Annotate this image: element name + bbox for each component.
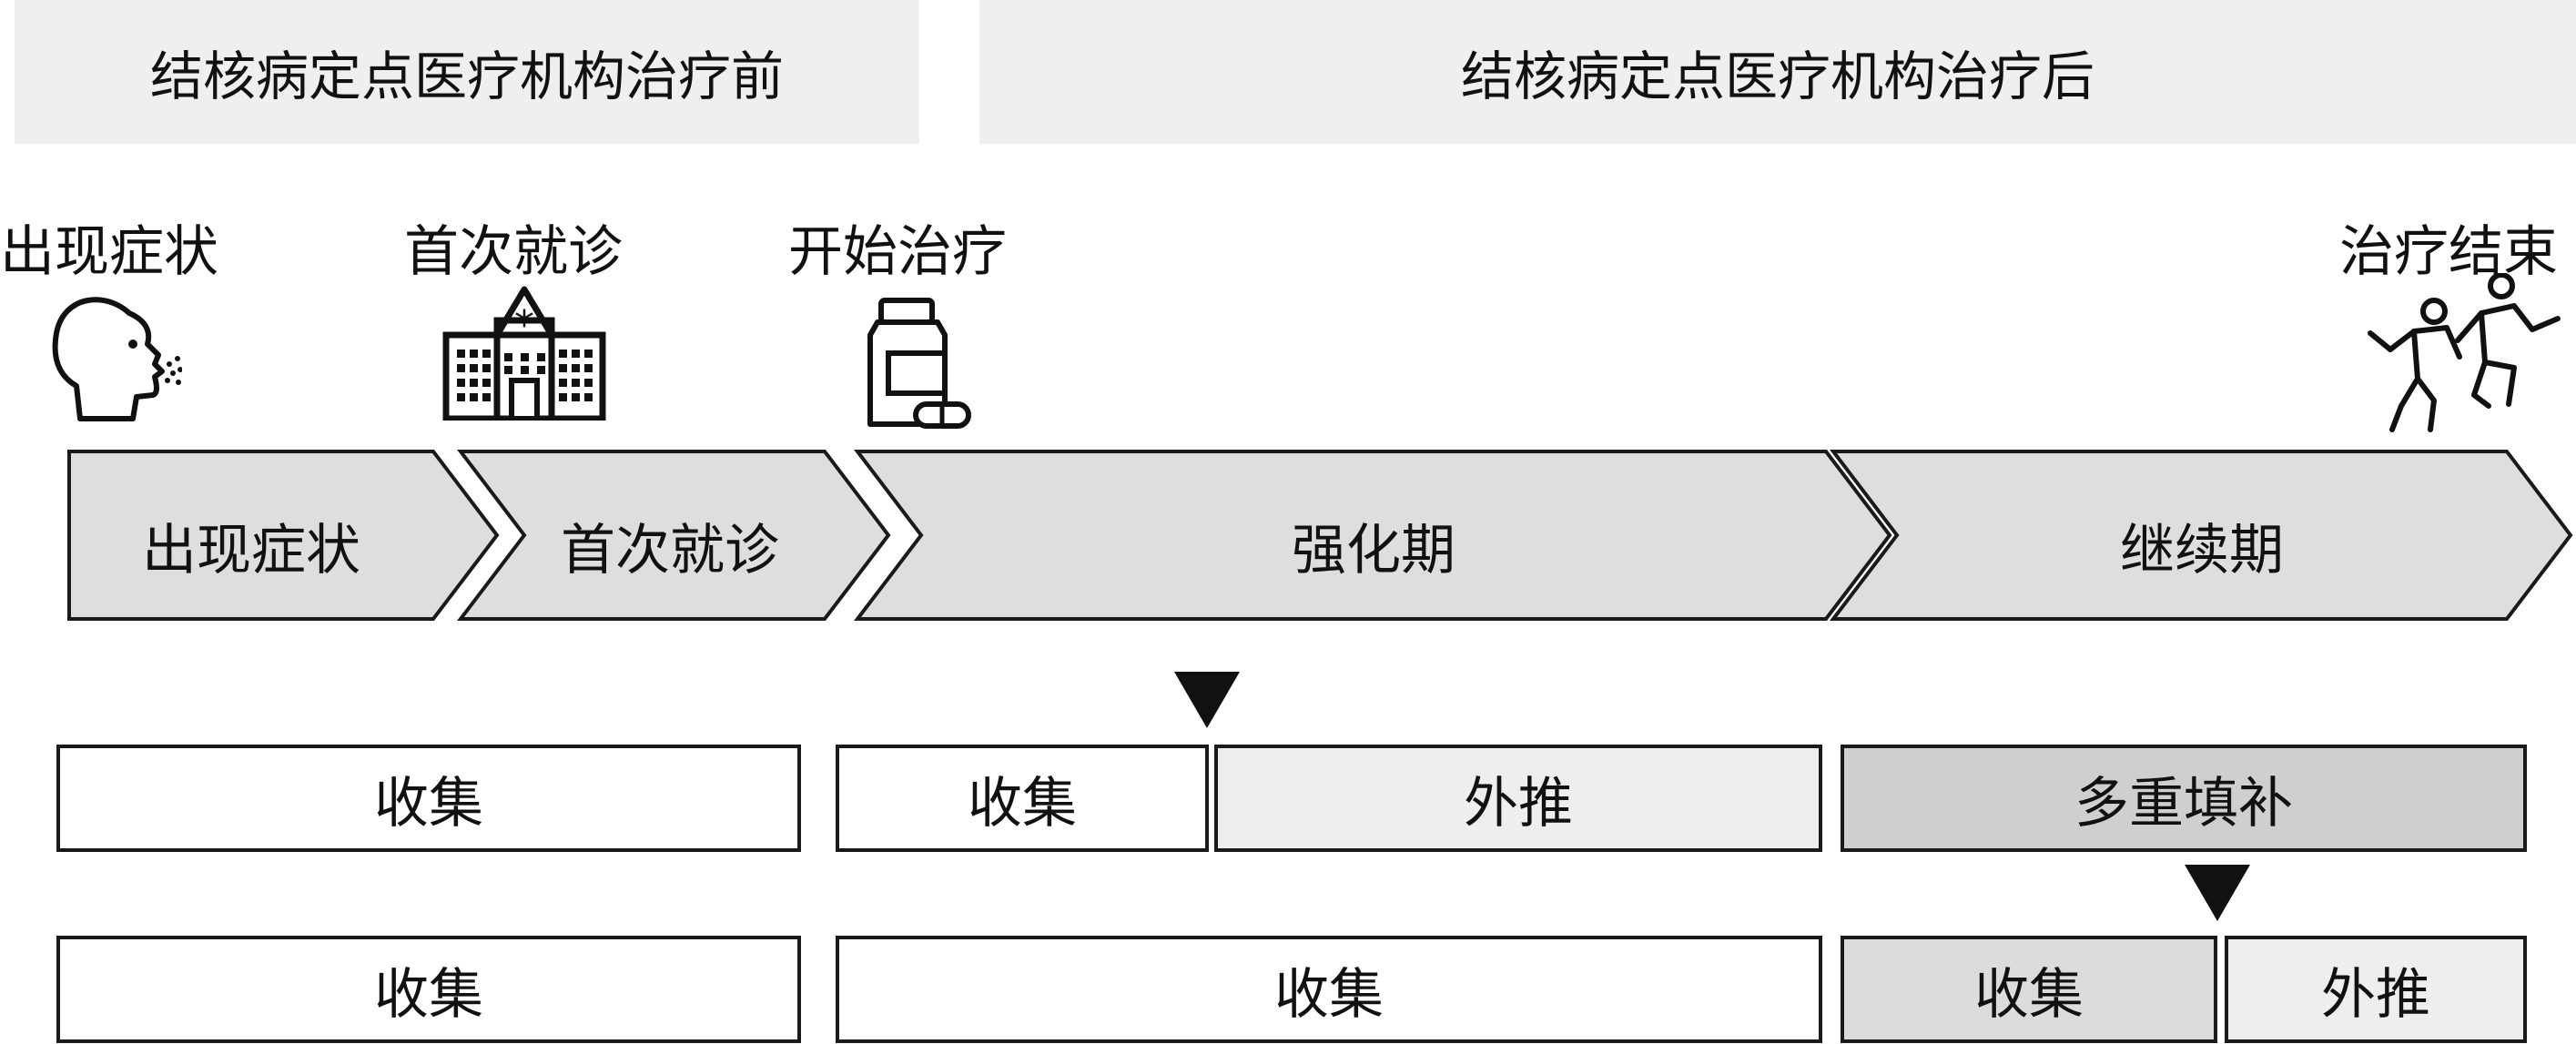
row1-multiple-imputation: 多重填补 (1841, 745, 2527, 852)
header-before-treatment: 结核病定点医疗机构治疗前 (15, 0, 919, 144)
person-coughing-icon (52, 297, 182, 421)
svg-text:*: * (514, 302, 534, 349)
milestone-label-symptom: 出现症状 (0, 220, 218, 284)
row2-extrapolate-label: 外推 (2321, 962, 2430, 1027)
row2-extrapolate: 外推 (2225, 936, 2527, 1043)
milestone-label-first-visit: 首次就诊 (404, 220, 623, 284)
row2-collect-intensive: 收集 (836, 936, 1822, 1043)
row2-collect-before: 收集 (56, 936, 801, 1043)
phase-arrow-symptom (67, 450, 500, 621)
cutoff-marker-intensive (1174, 672, 1240, 728)
people-celebrating-icon (2368, 273, 2561, 432)
milestone-label-end-treatment: 治疗结束 (2339, 220, 2558, 284)
phase-arrow-continuation (1829, 450, 2573, 621)
phase-label-continuation: 继续期 (2120, 519, 2284, 583)
cutoff-marker-continuation (2185, 865, 2250, 921)
row1-collect-intensive-label: 收集 (968, 771, 1077, 836)
phase-timeline (67, 450, 2573, 621)
row1-multiple-imputation-label: 多重填补 (2074, 771, 2293, 836)
row1-extrapolate-label: 外推 (1464, 771, 1573, 836)
milestone-label-start-treatment: 开始治疗 (788, 220, 1007, 284)
row2-collect-continuation: 收集 (1841, 936, 2217, 1043)
phase-label-intensive: 强化期 (1292, 519, 1455, 583)
phase-arrow-first-visit (456, 450, 891, 621)
row1-collect-intensive: 收集 (836, 745, 1209, 852)
medicine-bottle-icon (867, 298, 971, 429)
row1-collect-before-label: 收集 (374, 771, 483, 836)
header-before-label: 结核病定点医疗机构治疗前 (149, 46, 784, 107)
row1-collect-before: 收集 (56, 745, 801, 852)
row2-collect-before-label: 收集 (374, 962, 483, 1027)
header-after-label: 结核病定点医疗机构治疗后 (1460, 46, 2094, 107)
row2-collect-intensive-label: 收集 (1274, 962, 1384, 1027)
phase-arrow-intensive (853, 450, 1892, 621)
row1-extrapolate: 外推 (1214, 745, 1822, 852)
phase-label-first-visit: 首次就诊 (561, 519, 779, 583)
hospital-icon: * (442, 286, 606, 421)
row2-collect-continuation-label: 收集 (1974, 962, 2084, 1027)
header-after-treatment: 结核病定点医疗机构治疗后 (979, 0, 2576, 144)
phase-label-symptom: 出现症状 (142, 519, 360, 583)
